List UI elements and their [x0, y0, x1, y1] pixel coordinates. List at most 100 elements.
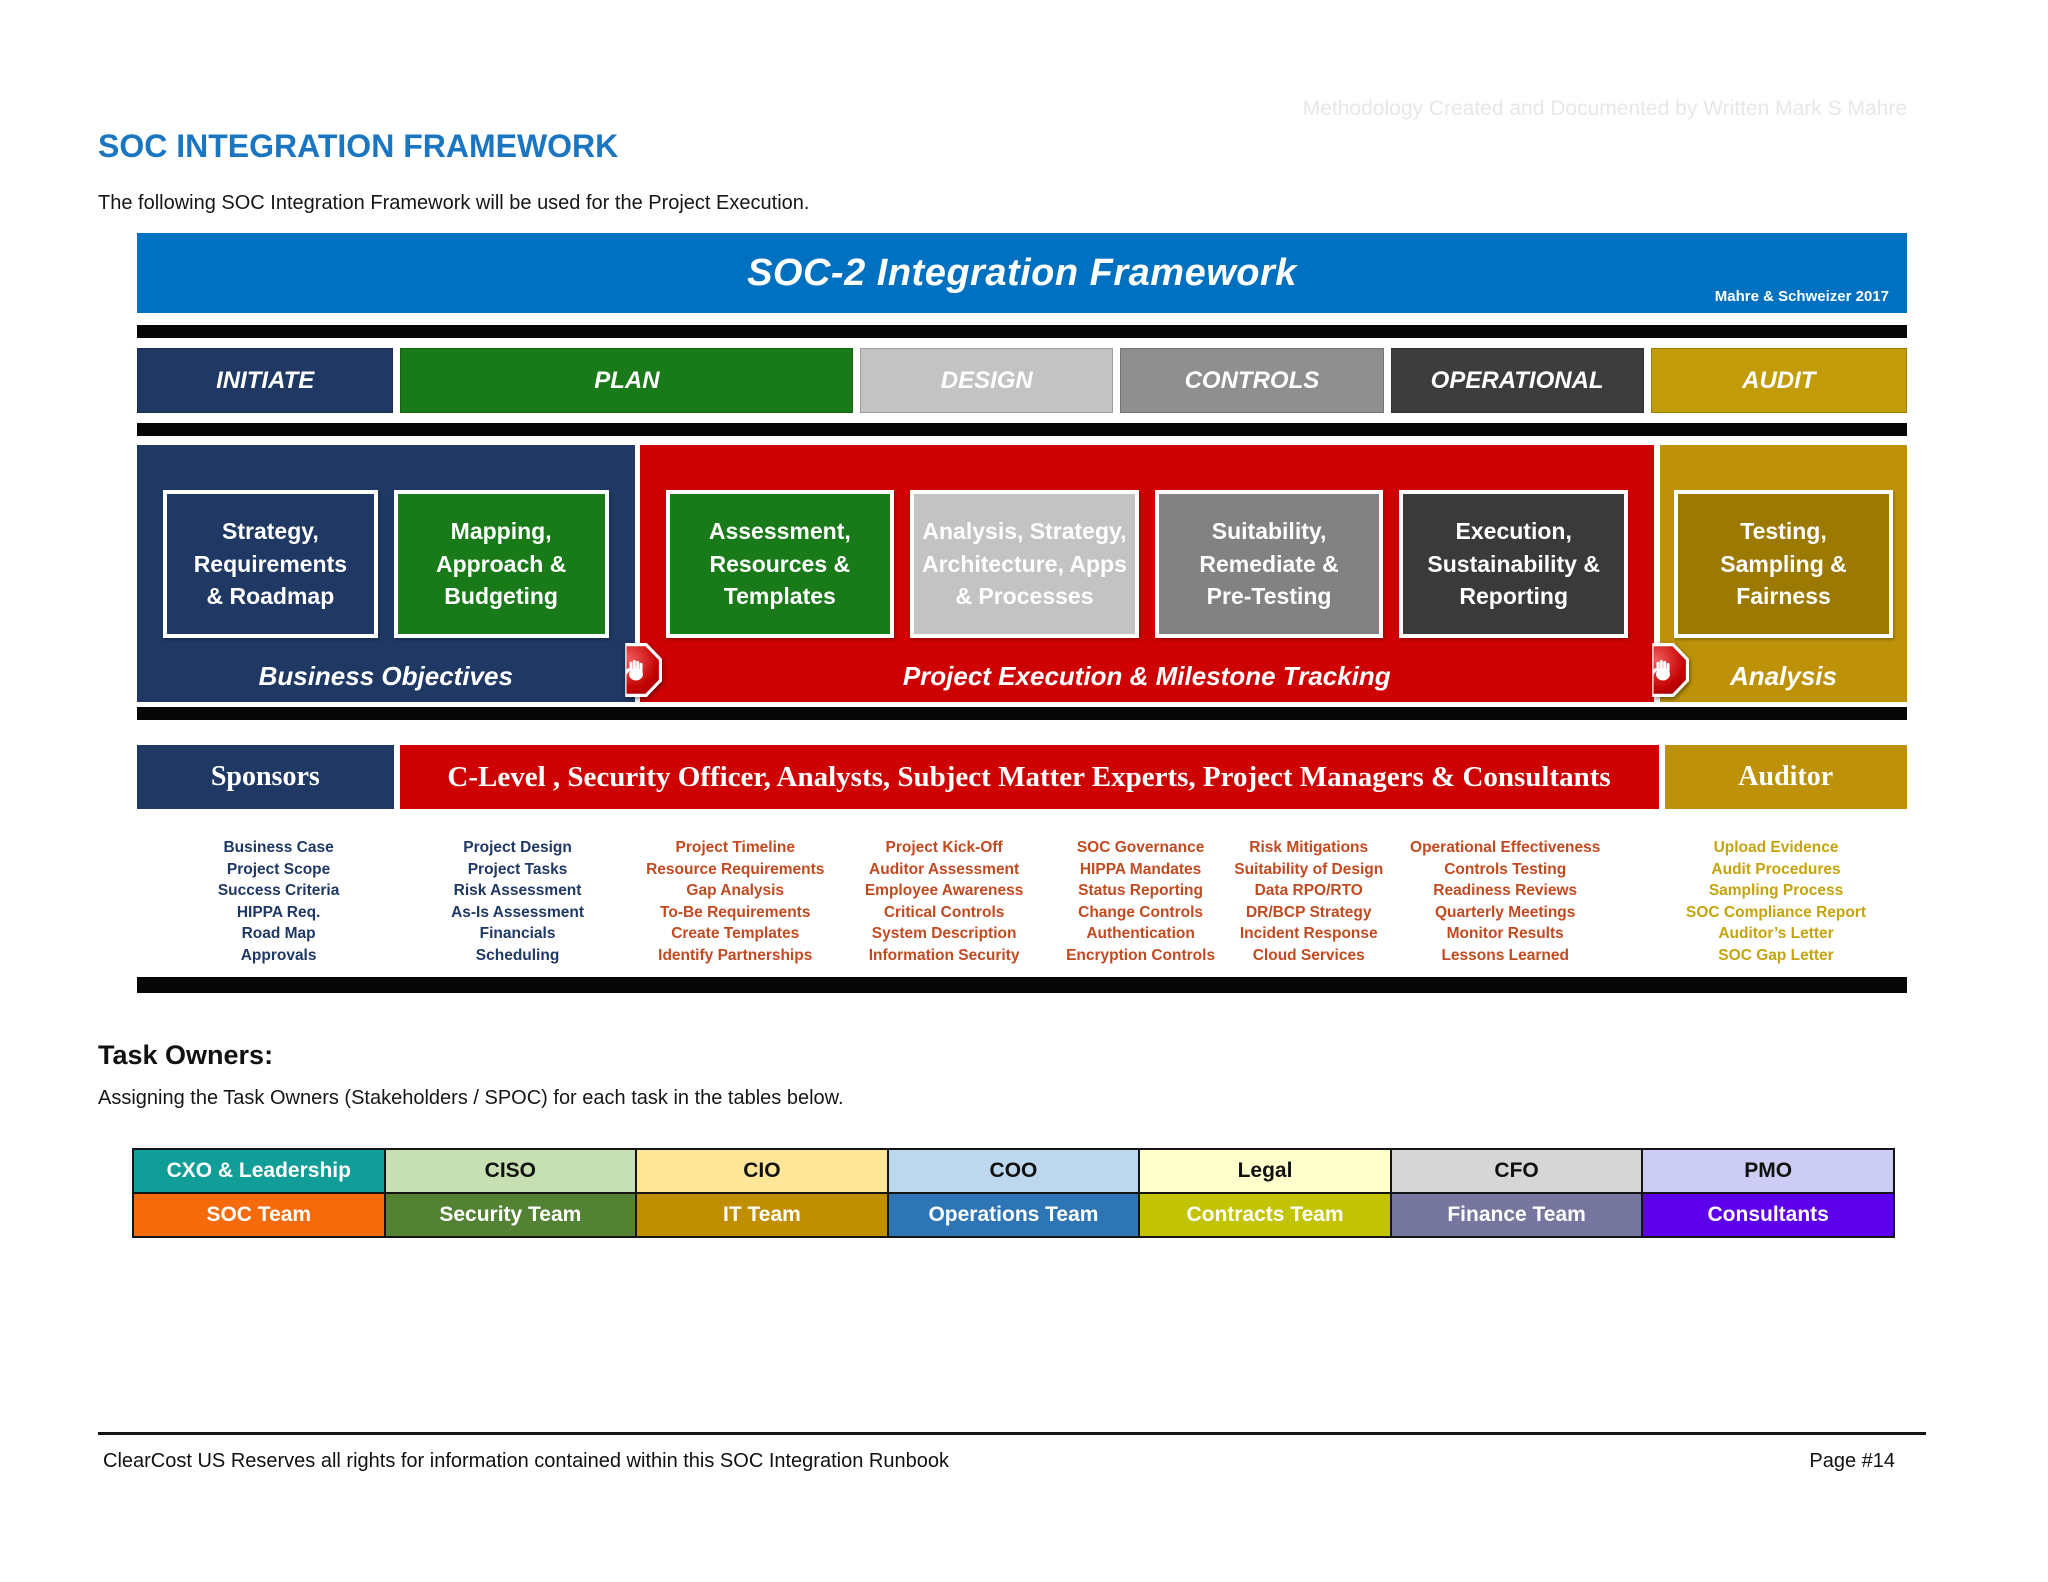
task-item: Information Security	[868, 946, 1020, 964]
owner-team-cell: Operations Team	[886, 1192, 1141, 1238]
phase-plan: PLAN	[400, 348, 854, 413]
task-item: Identify Partnerships	[658, 946, 813, 964]
task-item: Project Timeline	[675, 839, 795, 856]
task-item: Data RPO/RTO	[1254, 882, 1363, 899]
task-item: SOC Gap Letter	[1718, 946, 1834, 964]
owner-header-cell: CIO	[635, 1148, 889, 1194]
task-item: HIPPA Mandates	[1079, 860, 1202, 878]
task-item: Cloud Services	[1252, 946, 1365, 964]
banner-title: SOC-2 Integration Framework	[747, 251, 1297, 294]
task-item: Suitability of Design	[1234, 860, 1384, 878]
section-boxes: Testing, Sampling & Fairness	[1660, 445, 1907, 638]
task-owners-heading: Task Owners:	[98, 1040, 274, 1070]
phase-audit: AUDIT	[1650, 348, 1907, 413]
page-subtitle: The following SOC Integration Framework …	[98, 192, 810, 214]
task-item: Project Design	[463, 839, 572, 856]
owner-team-cell: Security Team	[383, 1192, 638, 1238]
framework-box: Suitability, Remediate & Pre-Testing	[1154, 490, 1384, 638]
owner-header-cell: COO	[886, 1148, 1141, 1194]
task-item: As-Is Assessment	[451, 903, 585, 921]
task-item: Status Reporting	[1078, 882, 1204, 899]
task-item: Risk Mitigations	[1249, 839, 1369, 856]
phase-design: DESIGN	[860, 348, 1114, 413]
task-item: DR/BCP Strategy	[1245, 903, 1372, 921]
task-item: Scheduling	[475, 946, 560, 964]
owner-team-cell: Finance Team	[1389, 1192, 1644, 1238]
footer-copyright: ClearCost US Reserves all rights for inf…	[103, 1450, 949, 1472]
task-item: Quarterly Meetings	[1435, 903, 1576, 921]
task-item: Controls Testing	[1444, 860, 1567, 878]
task-item: Success Criteria	[217, 882, 340, 899]
section-analysis: Testing, Sampling & Fairness Analysis	[1660, 445, 1907, 702]
task-item: Lessons Learned	[1441, 946, 1569, 964]
divider-bar	[137, 423, 1907, 436]
task-item: Gap Analysis	[686, 882, 785, 899]
framework-box: Testing, Sampling & Fairness	[1674, 490, 1893, 638]
role-clevel-group: C-Level , Security Officer, Analysts, Su…	[399, 745, 1659, 809]
owner-header-cell: Legal	[1138, 1148, 1392, 1194]
soc2-framework-diagram: SOC-2 Integration Framework Mahre & Schw…	[137, 233, 1907, 993]
task-item: Auditor’s Letter	[1718, 925, 1834, 942]
task-item: Approvals	[240, 946, 317, 964]
task-item: Readiness Reviews	[1433, 882, 1578, 899]
watermark-text: Methodology Created and Documented by Wr…	[1302, 97, 1907, 120]
phase-initiate: INITIATE	[137, 348, 394, 413]
banner-credit: Mahre & Schweizer 2017	[1714, 288, 1889, 305]
task-item: Operational Effectiveness	[1410, 839, 1601, 856]
framework-box: Assessment, Resources & Templates	[665, 490, 895, 638]
task-item: Auditor Assessment	[869, 860, 1020, 878]
framework-box: Analysis, Strategy, Architecture, Apps &…	[910, 490, 1139, 638]
page-title: SOC INTEGRATION FRAMEWORK	[98, 128, 619, 164]
task-item: Road Map	[241, 925, 316, 942]
thick-divider-bar	[137, 977, 1907, 993]
hand-glyph	[626, 659, 643, 681]
task-item: Project Tasks	[467, 860, 568, 878]
task-item: SOC Compliance Report	[1686, 903, 1867, 921]
owner-header-cell: PMO	[1641, 1148, 1895, 1194]
divider-bar	[137, 707, 1907, 720]
task-item: Monitor Results	[1446, 925, 1564, 942]
task-item: SOC Governance	[1076, 839, 1205, 856]
section-label: Analysis	[1730, 661, 1837, 691]
phase-operational: OPERATIONAL	[1390, 348, 1644, 413]
owner-header-cell: CISO	[383, 1148, 638, 1194]
framework-box: Mapping, Approach & Budgeting	[393, 490, 609, 638]
framework-box: Execution, Sustainability & Reporting	[1399, 490, 1629, 638]
task-item: Incident Response	[1239, 925, 1378, 942]
task-item: Sampling Process	[1708, 882, 1844, 899]
task-item: Business Case	[223, 839, 334, 856]
owner-header-cell: CXO & Leadership	[132, 1148, 386, 1194]
task-item: Employee Awareness	[864, 882, 1024, 899]
owner-team-cell: IT Team	[635, 1192, 889, 1238]
task-item: Financials	[479, 925, 556, 942]
task-item: System Description	[871, 925, 1017, 942]
task-item: Audit Procedures	[1711, 860, 1841, 878]
task-item: Authentication	[1086, 925, 1195, 942]
stop-hand-icon	[610, 643, 662, 697]
task-item: HIPPA Req.	[236, 903, 321, 921]
owner-team-cell: SOC Team	[132, 1192, 386, 1238]
hand-glyph	[1653, 659, 1670, 681]
task-item: Encryption Controls	[1066, 946, 1216, 964]
phase-controls: CONTROLS	[1120, 348, 1384, 413]
footer-page-number: Page #14	[1809, 1450, 1895, 1472]
task-item: Upload Evidence	[1713, 839, 1839, 856]
framework-box: Strategy, Requirements & Roadmap	[163, 490, 378, 638]
footer-divider	[98, 1432, 1926, 1435]
owner-team-cell: Contracts Team	[1138, 1192, 1392, 1238]
stop-hand-icon	[1637, 643, 1689, 697]
